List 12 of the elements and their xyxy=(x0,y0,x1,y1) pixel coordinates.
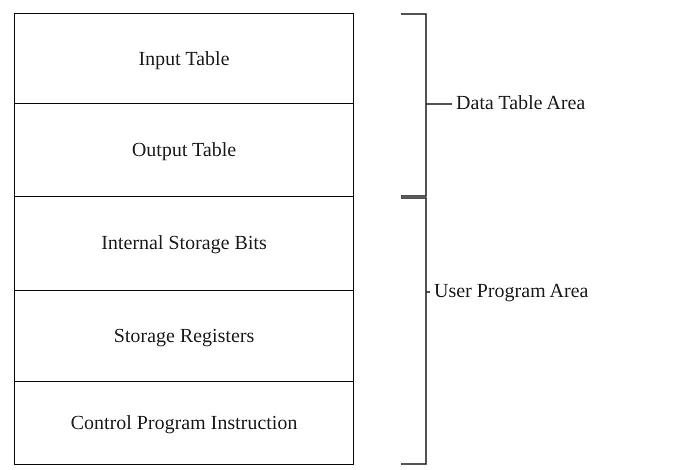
memory-section xyxy=(14,196,354,291)
memory-section xyxy=(14,103,354,197)
section-label: Output Table xyxy=(132,138,236,162)
section-label: Control Program Instruction xyxy=(70,410,298,436)
memory-section xyxy=(14,381,354,465)
memory-section xyxy=(14,290,354,382)
area-label: User Program Area xyxy=(434,281,588,301)
memory-section xyxy=(14,13,354,105)
area-label: Data Table Area xyxy=(456,93,586,113)
section-label: Storage Registers xyxy=(114,324,254,348)
section-label: Input Table xyxy=(138,46,230,72)
section-label: Internal Storage Bits xyxy=(101,231,267,256)
